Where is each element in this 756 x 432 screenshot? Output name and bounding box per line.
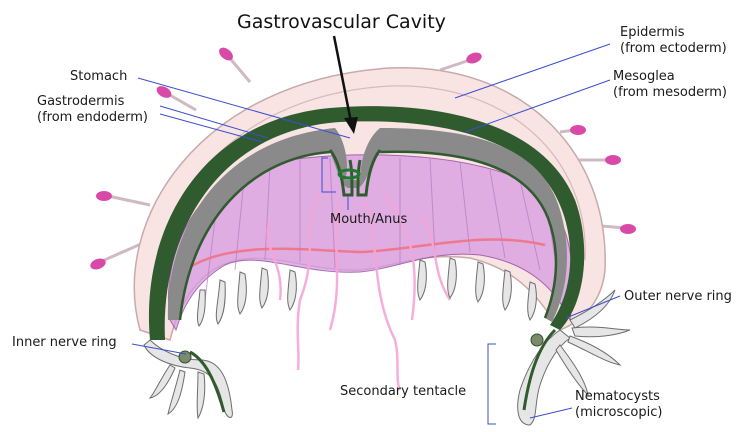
label-outer-nerve-ring: Outer nerve ring — [624, 289, 732, 304]
label-gastrodermis-line1: Gastrodermis — [37, 94, 125, 109]
label-stomach: Stomach — [70, 69, 127, 84]
label-epidermis-line2: (from ectoderm) — [620, 41, 727, 56]
label-mesoglea-line1: Mesoglea — [613, 69, 675, 84]
label-nematocysts-line2: (microscopic) — [575, 405, 662, 420]
left-margin — [144, 340, 232, 418]
label-gastrodermis-line2: (from endoderm) — [37, 110, 148, 125]
label-epidermis-line1: Epidermis — [620, 25, 685, 40]
outer-nerve-ring-node — [531, 334, 543, 346]
label-secondary-tentacle: Secondary tentacle — [340, 384, 466, 399]
label-mesoglea-line2: (from mesoderm) — [613, 85, 727, 100]
diagram-title: Gastrovascular Cavity — [237, 11, 446, 33]
label-mouth-anus: Mouth/Anus — [330, 212, 407, 227]
label-nematocysts-line1: Nematocysts — [575, 389, 660, 404]
label-inner-nerve-ring: Inner nerve ring — [12, 335, 117, 350]
left-tentacles — [150, 365, 205, 418]
